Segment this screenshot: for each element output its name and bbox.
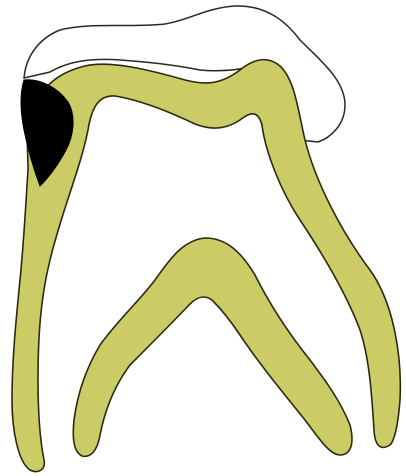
diagram-stage	[0, 0, 406, 476]
tooth-diagram	[0, 0, 406, 476]
